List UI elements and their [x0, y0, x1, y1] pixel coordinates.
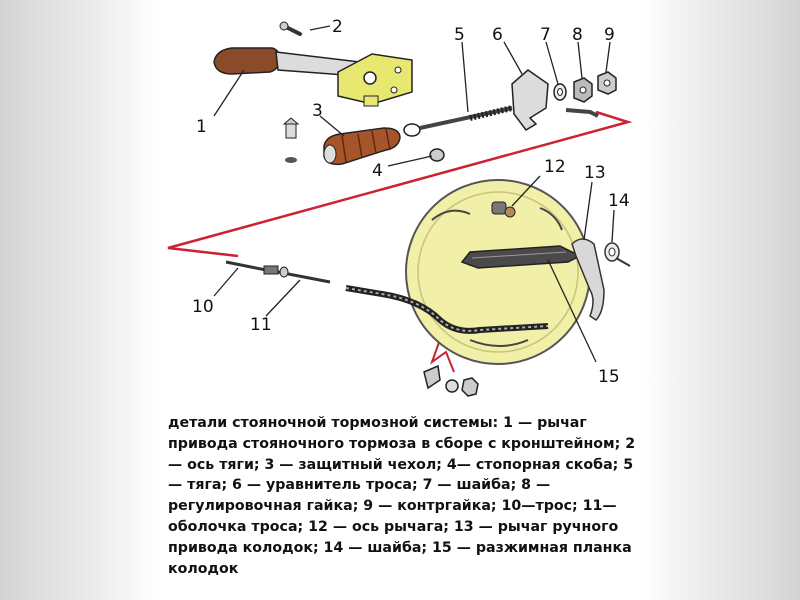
part-label-14: 14	[608, 191, 630, 211]
part-label-13: 13	[584, 163, 606, 183]
pull-rod-axle	[279, 21, 302, 36]
part-label-9: 9	[604, 25, 615, 45]
part-label-10: 10	[192, 297, 214, 317]
part-label-7: 7	[540, 25, 551, 45]
part-label-2: 2	[332, 17, 343, 37]
lock-nut	[597, 71, 617, 95]
cable-bracket	[423, 364, 479, 397]
retaining-clip	[429, 148, 445, 162]
protective-boot	[282, 117, 401, 166]
part-label-12: 12	[544, 157, 566, 177]
part-label-6: 6	[492, 25, 503, 45]
right-gray-margin	[640, 0, 800, 600]
part-label-5: 5	[454, 25, 465, 45]
washer-7	[553, 83, 567, 101]
part-label-4: 4	[372, 161, 383, 181]
cable-equalizer	[511, 69, 549, 131]
part-label-1: 1	[196, 117, 207, 137]
part-label-11: 11	[250, 315, 272, 335]
adjusting-nut	[573, 77, 593, 103]
diagram-caption: детали стояночной тормозной системы: 1 —…	[168, 415, 636, 577]
rod-end	[565, 108, 599, 118]
part-label-3: 3	[312, 101, 323, 121]
part-label-15: 15	[598, 367, 620, 387]
washer-14	[604, 242, 631, 267]
pull-rod	[403, 105, 513, 137]
assembly-guide-line-lower	[429, 333, 455, 373]
hand-brake-lever	[213, 47, 413, 107]
brake-cable	[225, 260, 331, 284]
lever-axle	[491, 201, 516, 218]
part-label-8: 8	[572, 25, 583, 45]
leader-lines	[213, 25, 615, 363]
assembly-guide-line	[167, 110, 633, 258]
cable-sheath	[345, 285, 549, 334]
left-gray-margin	[0, 0, 160, 600]
